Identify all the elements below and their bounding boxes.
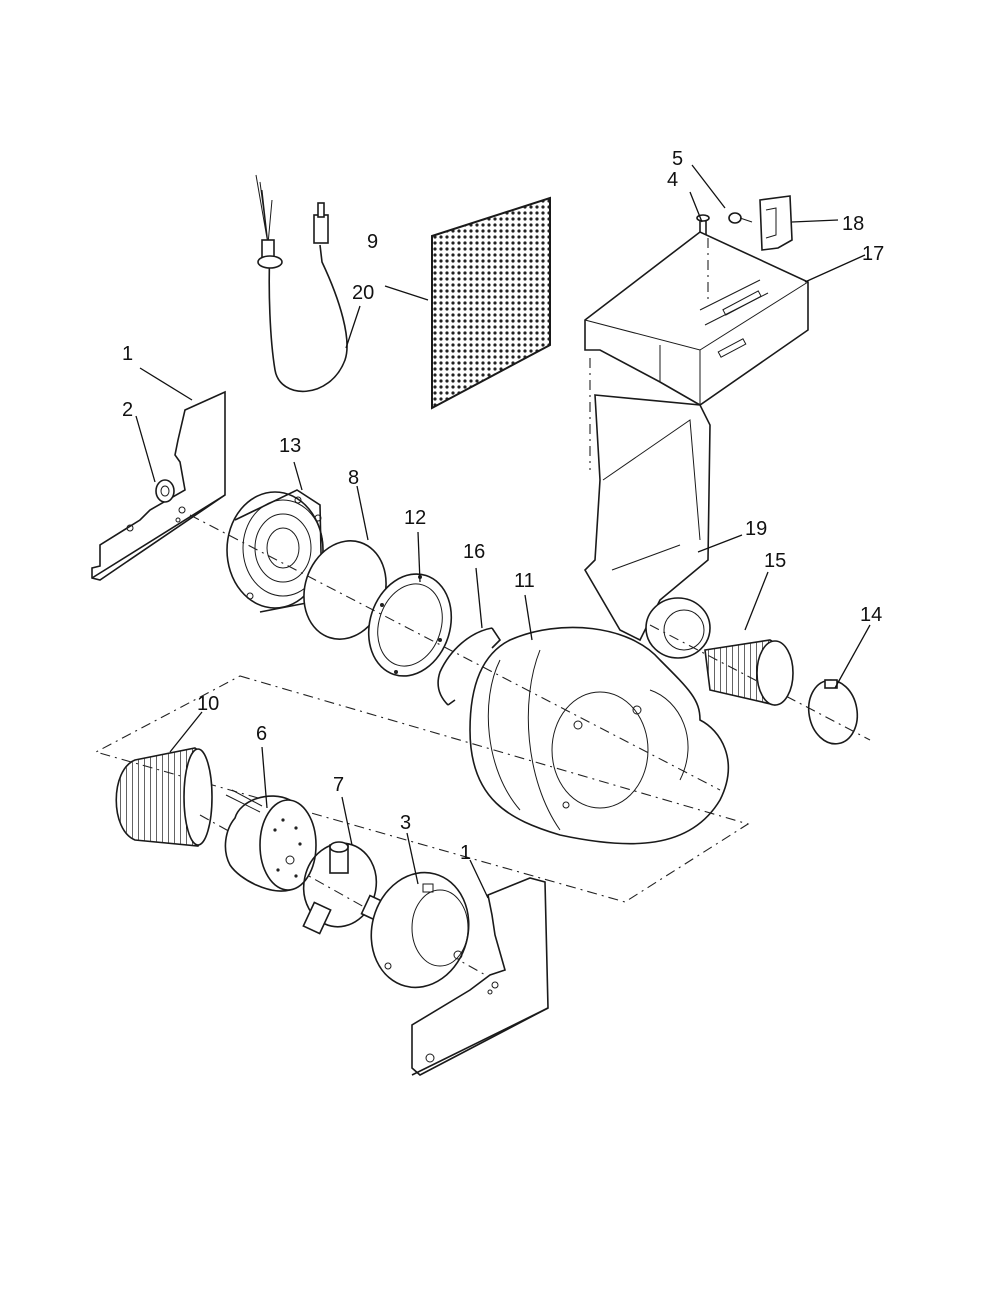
clamp-part-14[interactable] bbox=[804, 676, 862, 747]
motor-mount-plate-part-3[interactable] bbox=[359, 862, 482, 999]
bracket-part-1-upper[interactable] bbox=[91, 390, 226, 581]
callout-5: 5 bbox=[672, 148, 683, 170]
leader-lines bbox=[135, 164, 871, 899]
callout-1-upper: 1 bbox=[122, 343, 133, 365]
bracket-part-1-lower[interactable] bbox=[411, 877, 549, 1076]
callout-16: 16 bbox=[463, 541, 485, 563]
blower-wheel-part-10[interactable] bbox=[115, 747, 213, 847]
callout-13: 13 bbox=[279, 435, 301, 457]
callout-8: 8 bbox=[348, 467, 359, 489]
callout-3: 3 bbox=[400, 812, 411, 834]
callout-7: 7 bbox=[333, 774, 344, 796]
power-cord-part-20[interactable] bbox=[255, 174, 348, 393]
callout-14: 14 bbox=[860, 604, 882, 626]
blower-housing-part-11[interactable] bbox=[469, 626, 730, 845]
flex-hose-part-15[interactable] bbox=[704, 639, 794, 706]
clip-part-18[interactable] bbox=[759, 195, 793, 251]
assembly-boundary bbox=[94, 675, 750, 903]
mounting-plate-part-13[interactable] bbox=[226, 489, 324, 613]
axis-line-duct bbox=[649, 624, 871, 741]
callout-6: 6 bbox=[256, 723, 267, 745]
nut-part-2[interactable] bbox=[155, 479, 175, 503]
callout-15: 15 bbox=[764, 550, 786, 572]
callout-11: 11 bbox=[514, 570, 535, 592]
callout-18: 18 bbox=[842, 213, 864, 235]
callout-9: 9 bbox=[367, 231, 378, 253]
callout-12: 12 bbox=[404, 507, 426, 529]
callout-4: 4 bbox=[667, 169, 678, 191]
bracket-part-17[interactable] bbox=[584, 231, 809, 406]
callout-10: 10 bbox=[197, 693, 219, 715]
callout-17: 17 bbox=[862, 243, 884, 265]
filter-grille-part-9[interactable] bbox=[431, 196, 551, 410]
motor-part-6[interactable] bbox=[224, 789, 317, 892]
screw-part-5[interactable] bbox=[728, 212, 753, 224]
axis-line-lower bbox=[199, 814, 531, 1001]
callout-1-lower: 1 bbox=[460, 842, 471, 864]
motor-strap-part-7[interactable] bbox=[296, 836, 386, 935]
duct-part-19[interactable] bbox=[583, 394, 711, 659]
clip-part-16[interactable] bbox=[437, 627, 502, 706]
callout-19: 19 bbox=[745, 518, 767, 540]
callout-2: 2 bbox=[122, 399, 133, 421]
callout-20: 20 bbox=[352, 282, 374, 304]
ring-part-12[interactable] bbox=[356, 563, 464, 687]
